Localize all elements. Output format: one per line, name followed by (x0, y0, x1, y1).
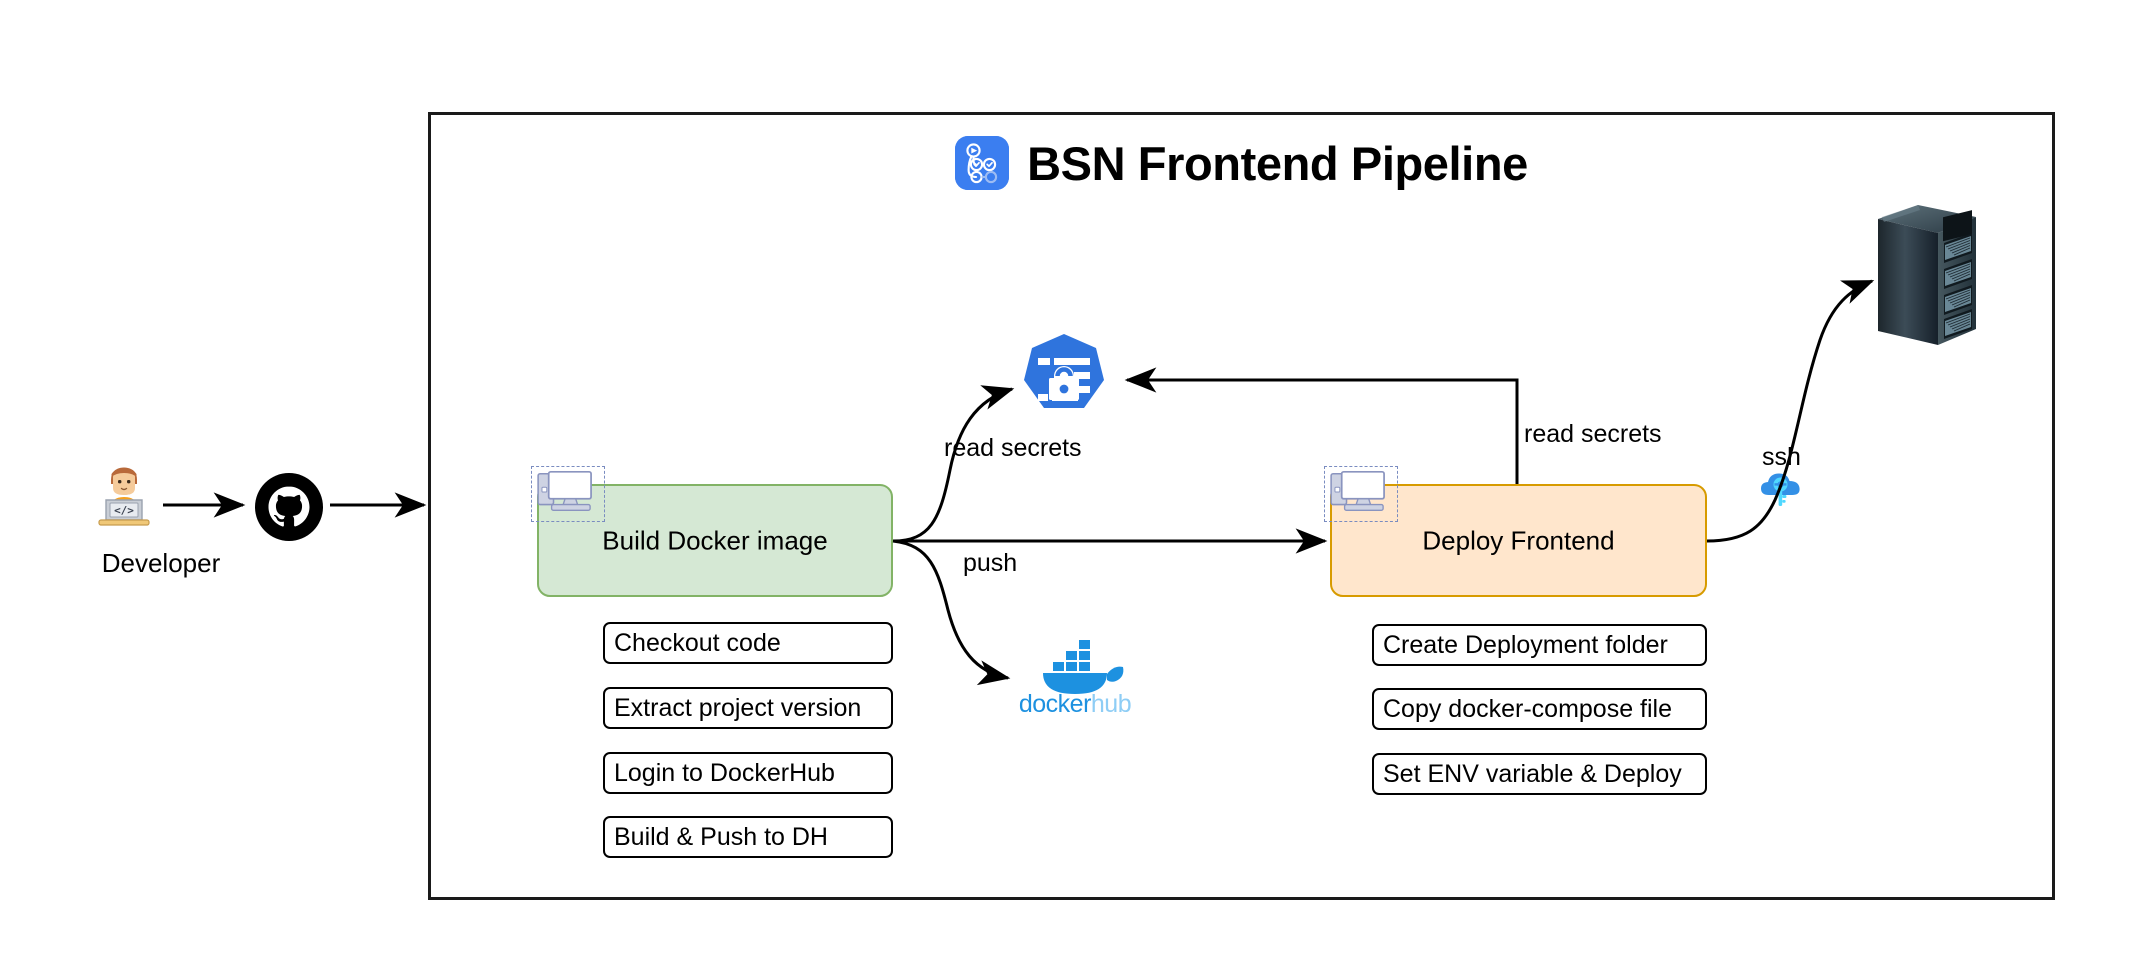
page-title: BSN Frontend Pipeline (428, 128, 2055, 198)
kubernetes-secret-lock-icon-glyph (1024, 334, 1104, 408)
stage-deploy-label: Deploy Frontend (1422, 525, 1615, 556)
edge-label-push: push (963, 549, 1018, 577)
step-chip-checkout-code[interactable]: Checkout code (603, 622, 893, 664)
step-chip-build-and-push-to-dh[interactable]: Build & Push to DH (603, 816, 893, 858)
page-title-text: BSN Frontend Pipeline (1027, 136, 1528, 190)
dockerhub-word-primary: docker (1018, 690, 1092, 718)
step-chip-create-deployment-folder[interactable]: Create Deployment folder (1372, 624, 1707, 666)
ssh-label: ssh (1762, 443, 1801, 471)
docker-whale-icon-glyph (1043, 640, 1124, 694)
svg-text:</>: </> (114, 504, 134, 517)
ssh-cloud-key-icon (1758, 468, 1804, 510)
step-chip-login-to-dockerhub[interactable]: Login to DockerHub (603, 752, 893, 794)
server-rack-icon-glyph (1878, 205, 1976, 345)
stage-build-docker-image[interactable]: Build Docker image (531, 466, 893, 597)
developer-laptop-icon-glyph: </> (98, 467, 150, 526)
stage-build-label: Build Docker image (602, 525, 828, 556)
docker-whale-icon (1015, 634, 1135, 696)
developer-label: Developer (101, 548, 221, 578)
developer-laptop-icon: </> (90, 462, 158, 534)
github-octocat-icon (254, 472, 324, 542)
stage-deploy-frontend[interactable]: Deploy Frontend (1324, 466, 1707, 597)
github-octocat-icon-glyph (255, 473, 323, 541)
computer-icon-glyph (537, 470, 592, 512)
ssh-cloud-key-icon-glyph (1761, 473, 1800, 506)
dockerhub-word-secondary: hub (1090, 690, 1132, 718)
step-chip-set-env-variable-and-deploy[interactable]: Set ENV variable & Deploy (1372, 753, 1707, 795)
step-chip-copy-docker-compose-file[interactable]: Copy docker-compose file (1372, 688, 1707, 730)
edge-label-read-secrets-build: read secrets (944, 434, 1082, 462)
computer-icon (1324, 466, 1398, 522)
dockerhub-wordmark: dockerhub (1000, 692, 1150, 717)
github-actions-icon-glyph (955, 136, 1010, 190)
step-chip-extract-project-version[interactable]: Extract project version (603, 687, 893, 729)
github-actions-icon (955, 136, 1010, 190)
kubernetes-secret-lock-icon (1016, 330, 1112, 426)
server-rack-icon (1872, 195, 1982, 355)
edge-label-read-secrets-deploy: read secrets (1524, 420, 1662, 448)
computer-icon (531, 466, 605, 522)
computer-icon-glyph (1330, 470, 1385, 512)
